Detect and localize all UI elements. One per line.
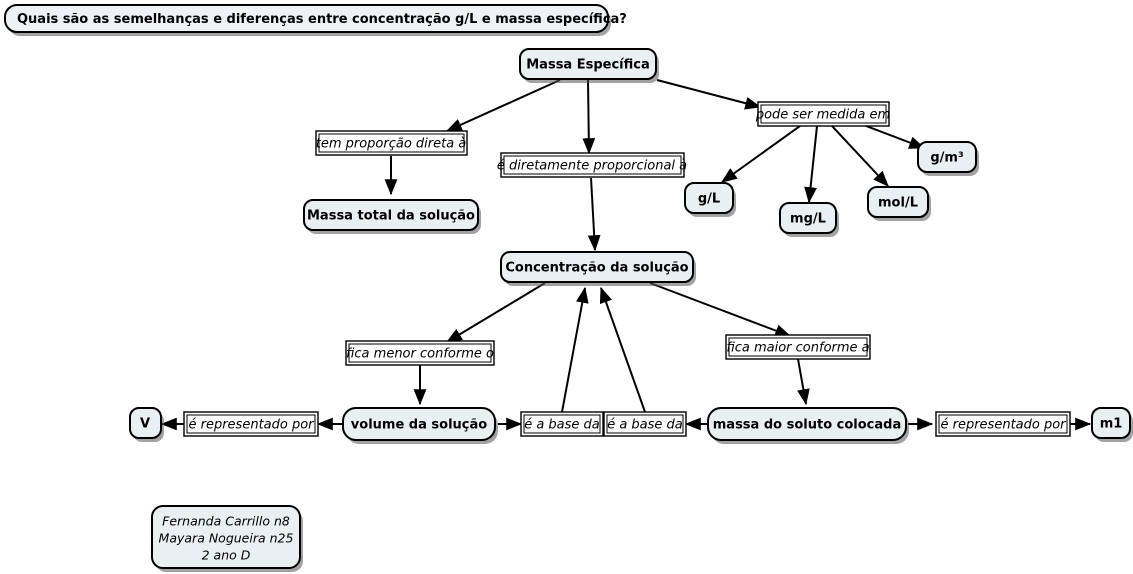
node-volume-da-solucao[interactable]: volume da solução bbox=[342, 407, 498, 444]
node-label-mol-l: mol/L bbox=[878, 196, 918, 211]
link-label-pode-ser-medida-em[interactable]: pode ser medida em bbox=[755, 101, 890, 127]
edge-pode-ser-medida-to-mol-l bbox=[831, 125, 889, 187]
node-g-per-l[interactable]: g/L bbox=[684, 182, 736, 217]
link-label-text-e-representado-por-2: é representado por bbox=[940, 418, 1067, 433]
node-v[interactable]: V bbox=[129, 407, 164, 442]
link-label-text-e-a-base-da-2: é a base da bbox=[607, 418, 683, 433]
node-label-concentracao: Concentração da solução bbox=[505, 261, 688, 276]
node-massa-especifica[interactable]: Massa Específica bbox=[519, 48, 659, 83]
credits-line-1: Fernanda Carrillo n8 bbox=[162, 514, 290, 529]
map-title-text: Quais são as semelhanças e diferenças en… bbox=[17, 12, 627, 27]
credits-line-2: Mayara Nogueira n25 bbox=[159, 531, 294, 546]
node-label-g-m3: g/m³ bbox=[930, 151, 963, 166]
node-massa-do-soluto-colocada[interactable]: massa do soluto colocada bbox=[707, 407, 909, 444]
edge-e-a-base-da-1-to-concentracao bbox=[561, 286, 589, 413]
edge-e-diretamente-to-concentracao bbox=[587, 177, 601, 252]
node-label-g-l: g/L bbox=[698, 192, 720, 207]
node-label-massa-total: Massa total da solução bbox=[307, 209, 475, 224]
node-m1[interactable]: m1 bbox=[1091, 407, 1133, 442]
edge-e-a-base-da-2-to-concentracao bbox=[599, 286, 646, 413]
edge-concentracao-to-fica-maior bbox=[649, 282, 792, 337]
edge-massa-especifica-to-pode-ser-medida bbox=[656, 79, 762, 110]
node-label-volume: volume da solução bbox=[351, 418, 487, 433]
credits-box[interactable]: Fernanda Carrillo n8 Mayara Nogueira n25… bbox=[151, 505, 303, 572]
node-label-massa-especifica: Massa Específica bbox=[526, 58, 650, 73]
link-label-fica-maior-conforme[interactable]: fica maior conforme a bbox=[725, 334, 871, 360]
edge-pode-ser-medida-to-g-l bbox=[721, 125, 801, 183]
link-label-text-fica-menor: fica menor conforme o bbox=[346, 347, 494, 362]
link-label-e-a-base-da-2[interactable]: é a base da bbox=[603, 411, 687, 437]
node-mol-per-l[interactable]: mol/L bbox=[867, 186, 931, 221]
edge-massa-especifica-to-e-diretamente bbox=[582, 79, 596, 155]
edge-pode-ser-medida-to-g-m3 bbox=[860, 123, 926, 149]
node-label-m1: m1 bbox=[1100, 417, 1123, 432]
link-label-text-tem-proporcao: tem proporção direta à bbox=[316, 137, 467, 152]
link-label-e-representado-por-2[interactable]: é representado por bbox=[935, 411, 1071, 437]
link-label-text-e-a-base-da-1: é a base da bbox=[524, 418, 600, 433]
edge-massa-especifica-to-tem-proporcao bbox=[445, 79, 561, 132]
link-label-text-e-representado-por-1: é representado por bbox=[188, 418, 315, 433]
link-label-e-diretamente-proporcional[interactable]: é diretamente proporcional à bbox=[497, 152, 687, 178]
node-label-massa-soluto: massa do soluto colocada bbox=[713, 418, 902, 433]
edge-pode-ser-medida-to-mg-l bbox=[804, 125, 818, 204]
node-label-v: V bbox=[140, 417, 150, 432]
node-label-mg-l: mg/L bbox=[790, 212, 826, 227]
credits-line-3: 2 ano D bbox=[202, 548, 251, 563]
link-label-e-representado-por-1[interactable]: é representado por bbox=[183, 411, 319, 437]
map-title: Quais são as semelhanças e diferenças en… bbox=[4, 4, 627, 36]
link-label-text-pode-ser-medida: pode ser medida em bbox=[755, 108, 890, 123]
link-label-fica-menor-conforme[interactable]: fica menor conforme o bbox=[345, 340, 495, 366]
node-mg-per-l[interactable]: mg/L bbox=[779, 202, 839, 237]
link-label-text-fica-maior: fica maior conforme a bbox=[726, 341, 869, 356]
edges-layer bbox=[160, 79, 1092, 431]
edge-concentracao-to-fica-menor bbox=[445, 282, 546, 343]
edge-fica-maior-to-massa-soluto bbox=[797, 358, 810, 406]
link-label-text-e-diretamente: é diretamente proporcional à bbox=[497, 159, 687, 174]
link-label-tem-proporcao-direta[interactable]: tem proporção direta à bbox=[315, 130, 468, 156]
node-g-per-m3[interactable]: g/m³ bbox=[917, 141, 979, 176]
link-label-e-a-base-da-1[interactable]: é a base da bbox=[520, 411, 604, 437]
node-massa-total-da-solucao[interactable]: Massa total da solução bbox=[303, 199, 481, 234]
node-concentracao-da-solucao[interactable]: Concentração da solução bbox=[500, 251, 696, 286]
